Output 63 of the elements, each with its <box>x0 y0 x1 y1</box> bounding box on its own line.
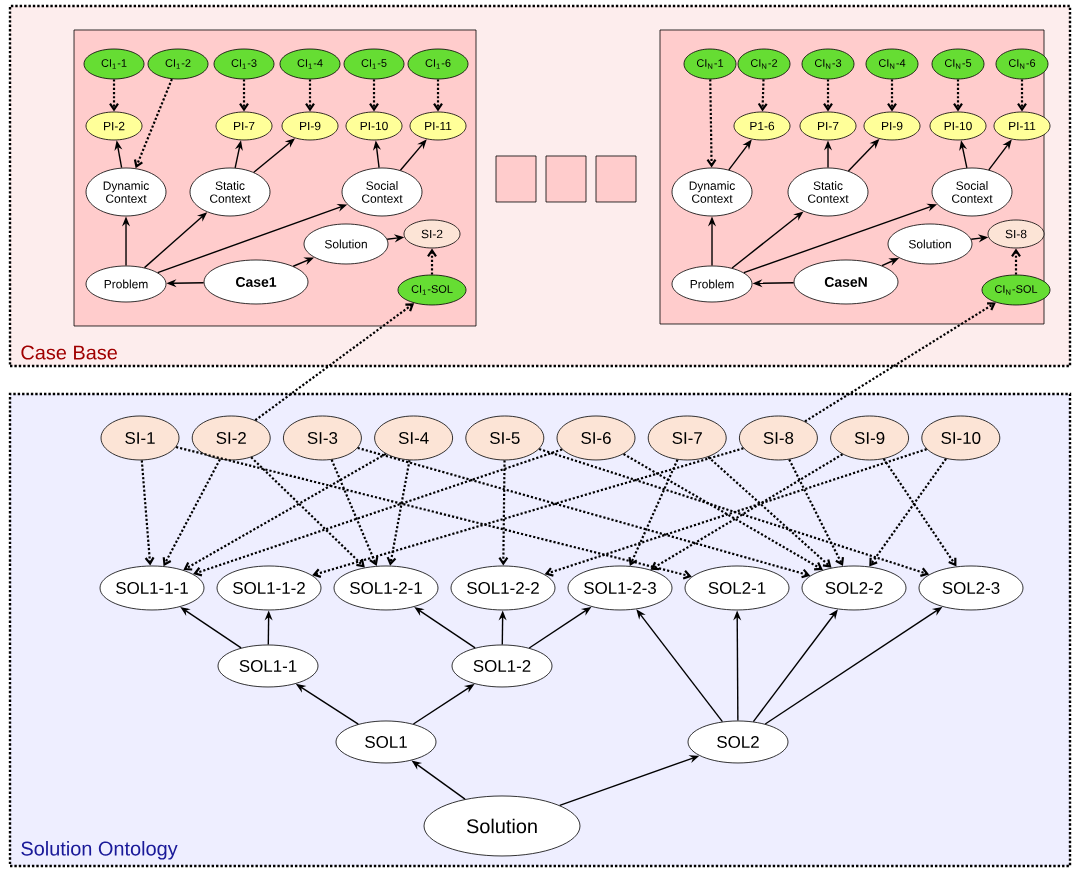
arrow <box>823 79 833 112</box>
arrow <box>305 79 315 112</box>
arrow <box>330 459 379 566</box>
ellipse-node: SI-8 <box>739 415 818 461</box>
placeholder-box <box>595 155 637 203</box>
ellipse-node: SI-4 <box>374 415 453 461</box>
arrow <box>369 79 379 112</box>
ellipse-node: SI-5 <box>465 415 545 461</box>
arrow <box>887 79 897 112</box>
ellipse-node: SOL1-2-1 <box>333 565 439 611</box>
ellipse-node: SI-2 <box>191 415 271 461</box>
arrow <box>757 79 768 112</box>
ellipse-node: SOL2-3 <box>918 565 1024 611</box>
arrow <box>109 79 119 112</box>
arrow <box>357 446 811 579</box>
arrow <box>628 459 679 566</box>
ellipse-node: SOL2-2 <box>801 565 907 611</box>
arrow <box>1017 79 1027 112</box>
arrow <box>183 452 387 571</box>
arrow <box>133 78 173 169</box>
ellipse-node: SI-10 <box>921 415 1001 461</box>
ellipse-node: SI-7 <box>647 415 727 461</box>
arrow <box>427 248 437 275</box>
ellipse-node: SOL1-1 <box>217 644 319 688</box>
arrow <box>162 458 221 567</box>
arrow <box>650 453 844 571</box>
arrow <box>250 456 365 568</box>
section-label: Case Base <box>21 345 117 360</box>
ellipse-node: SI-6 <box>556 415 636 461</box>
arrow <box>399 139 427 171</box>
arrow <box>239 79 249 112</box>
arrow <box>193 448 563 577</box>
placeholder-box <box>545 155 587 203</box>
ellipse-node: SI-1 <box>100 415 180 461</box>
arrow <box>869 458 947 567</box>
placeholder-box <box>495 155 537 203</box>
arrow <box>175 445 692 580</box>
ellipse-node: SI-9 <box>830 415 909 461</box>
ellipse-node: Solution <box>423 795 581 857</box>
arrow <box>788 459 845 567</box>
arrow <box>433 79 443 112</box>
arrow <box>804 302 996 423</box>
arrow <box>498 460 509 566</box>
ellipse-node: SOL1-2 <box>451 644 553 688</box>
ellipse-node: SOL1-1-2 <box>216 565 322 611</box>
ellipse-node: SOL1-2-2 <box>450 565 556 611</box>
arrow <box>882 458 957 567</box>
ellipse-node: SOL2-1 <box>684 565 790 611</box>
arrow <box>1011 248 1021 275</box>
arrow <box>707 456 832 568</box>
arrow <box>254 303 415 422</box>
ellipse-node: SOL1-2-3 <box>567 565 673 611</box>
arrow <box>706 79 717 168</box>
arrow <box>623 453 823 571</box>
arrow <box>312 447 744 578</box>
ellipse-node: SI-3 <box>283 415 362 461</box>
arrow <box>953 79 963 112</box>
ellipse-node: SOL2 <box>687 720 789 764</box>
section-label: Solution Ontology <box>21 841 178 860</box>
arrow <box>386 460 411 566</box>
ellipse-node: SOL1 <box>335 720 437 764</box>
arrow <box>140 460 155 566</box>
ellipse-node: SOL1-1-1 <box>99 565 205 611</box>
